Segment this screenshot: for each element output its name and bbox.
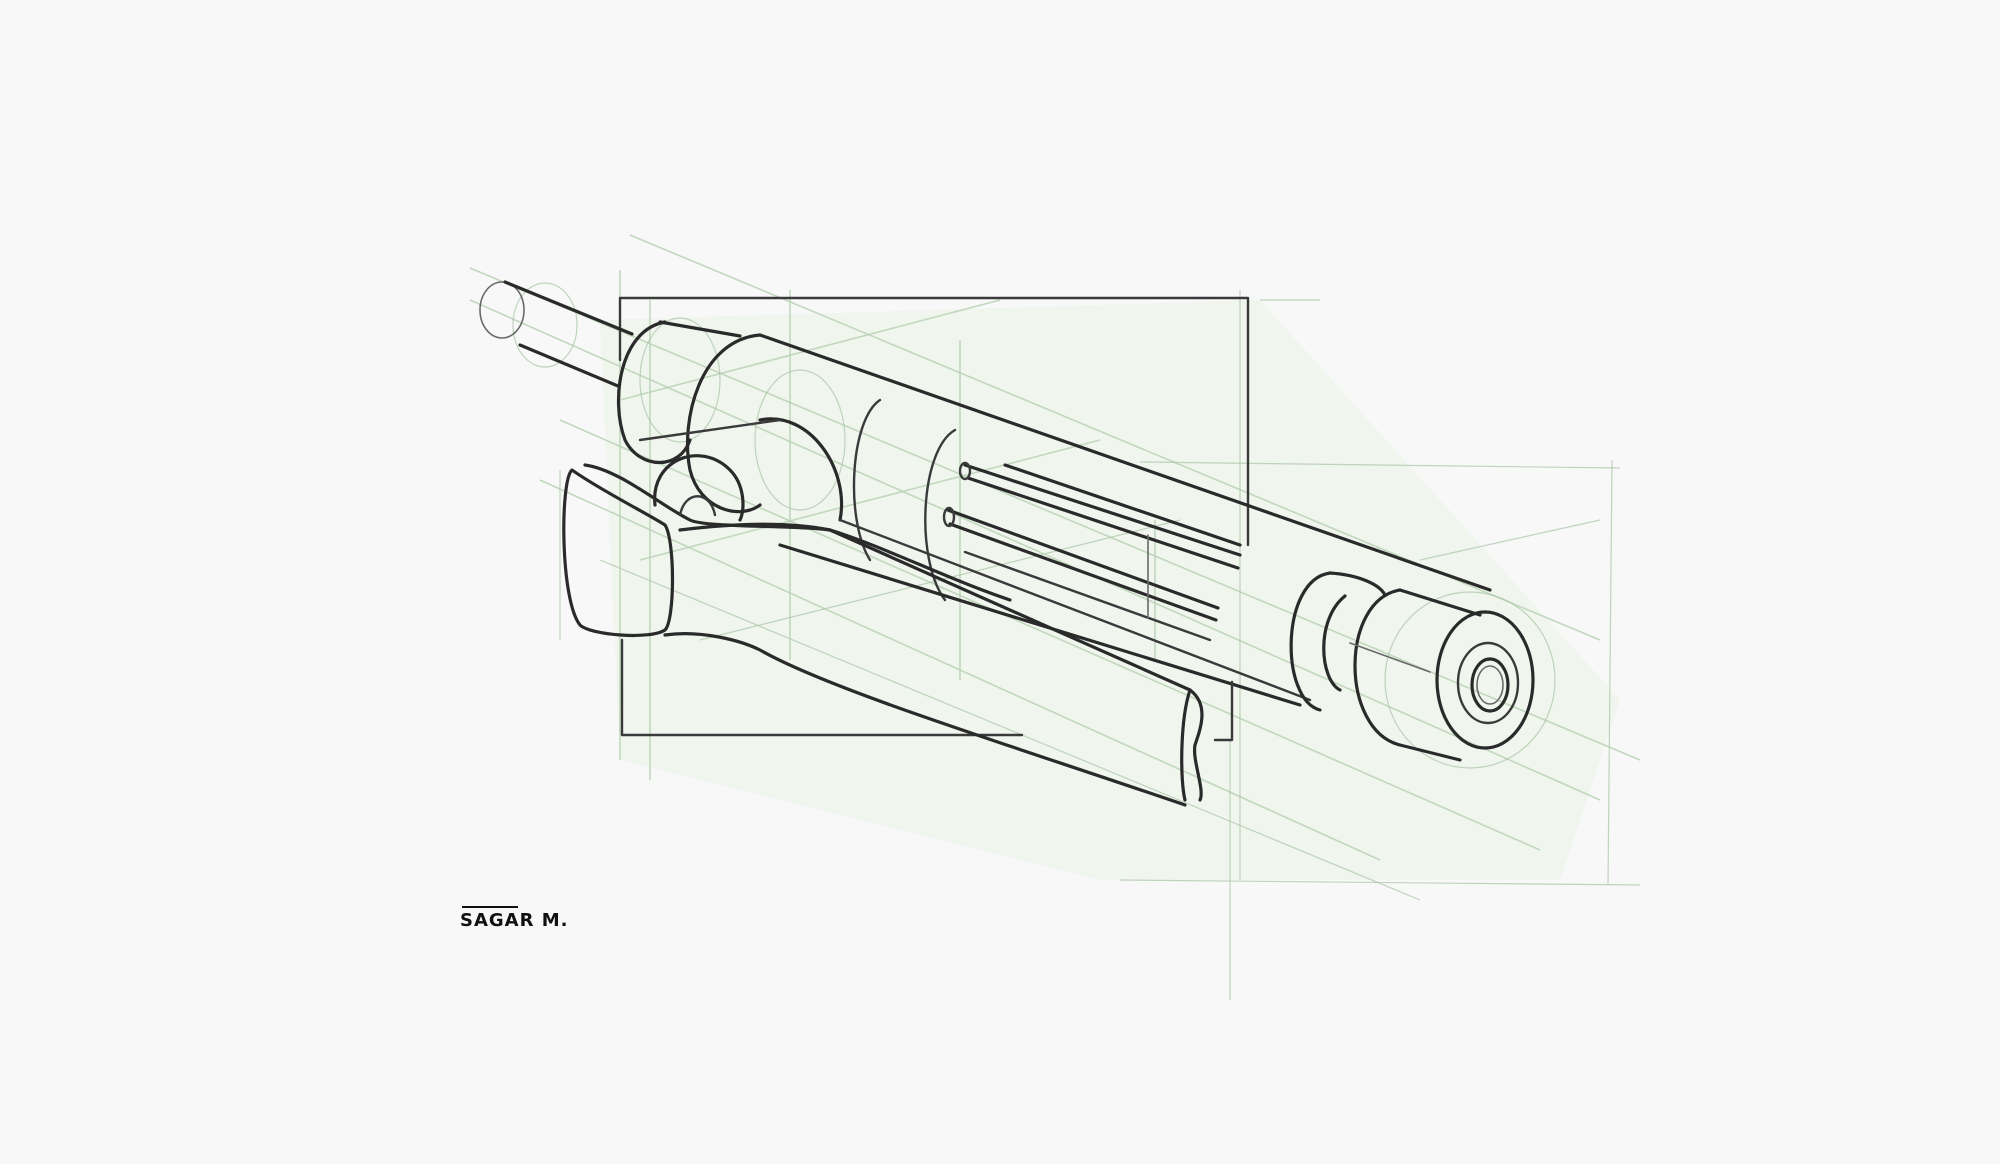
tube-rod <box>479 280 634 388</box>
signature-text: SAGAR M. <box>460 910 569 931</box>
collar-cylinders <box>616 320 1492 592</box>
artist-signature: SAGAR M. <box>460 906 569 931</box>
end-cap <box>1289 571 1535 762</box>
signature-overline <box>462 906 518 908</box>
lever-arm <box>562 454 1234 807</box>
